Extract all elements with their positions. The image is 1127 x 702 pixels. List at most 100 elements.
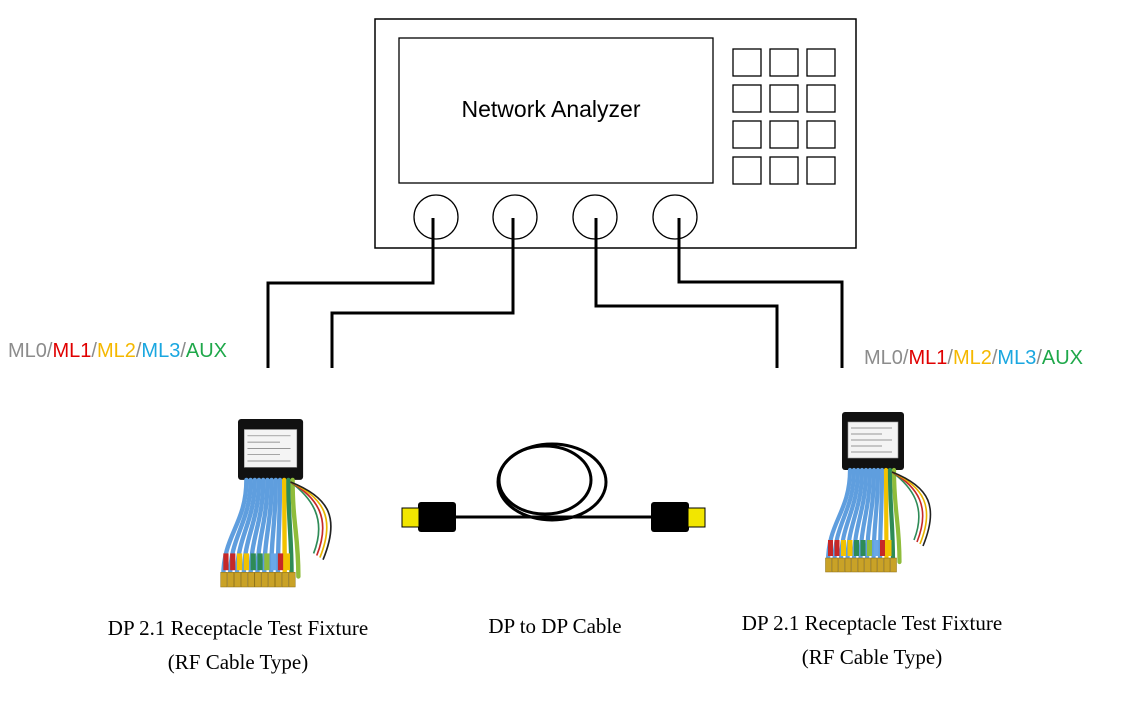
fixture-sma-connector [851, 557, 858, 573]
fixture-sma-connector [247, 572, 255, 588]
fixture-aux-wire [289, 481, 320, 554]
keypad-key [806, 48, 836, 77]
keypad-key [806, 156, 836, 185]
dp-connector-right-body [651, 502, 689, 532]
fixture-cable-sleeve [271, 553, 277, 571]
analyzer-port [652, 194, 698, 240]
fixture-rf-cable [883, 467, 889, 565]
test-cable-port-4 [677, 218, 844, 368]
dp-connector-left-plug [401, 507, 420, 528]
fixture-sma-connector [857, 557, 865, 573]
fixture-sma-connector [254, 572, 262, 588]
fixture-rf-cable [290, 477, 301, 579]
fixture-aux-wire [891, 471, 920, 541]
fixture-cable-sleeve [230, 553, 236, 571]
channel-label-ml0: ML0 [8, 340, 47, 362]
fixture-sma-connector [227, 572, 235, 588]
channel-separator: / [991, 347, 998, 369]
analyzer-keypad [732, 48, 836, 185]
test-cable-port-2 [330, 218, 515, 368]
keypad-key [806, 120, 836, 149]
channel-label-ml0: ML0 [864, 347, 903, 369]
fixture-cable-sleeve [880, 540, 885, 556]
channel-label-ml1: ML1 [52, 340, 92, 362]
fixture-left-caption-line2: (RF Cable Type) [167, 650, 309, 674]
keypad-key [769, 156, 799, 185]
fixture-sma-connector [831, 557, 839, 573]
channel-separator: / [1036, 347, 1042, 369]
fixture-sma-connector [275, 572, 282, 588]
fixture-rf-cable [887, 467, 896, 565]
fixture-sma-connector [864, 557, 871, 573]
keypad-key [769, 48, 799, 77]
fixture-rf-cable [891, 467, 902, 565]
fixture-cable-sleeve [867, 540, 872, 556]
channel-separator: / [46, 340, 53, 362]
fixture-cable-sleeve [264, 553, 270, 571]
analyzer-port [413, 194, 459, 240]
fixture-cable-sleeve [847, 540, 853, 556]
keypad-key [769, 120, 799, 149]
dp-cable-caption: DP to DP Cable [445, 609, 665, 643]
fixture-sma-connector [883, 557, 891, 573]
fixture-rf-cable [281, 477, 287, 579]
fixture-cable-sleeve [886, 540, 892, 556]
analyzer-screen [398, 37, 714, 184]
channel-label-aux: AUX [1041, 347, 1083, 369]
fixture-right-caption: DP 2.1 Receptacle Test Fixture (RF Cable… [694, 606, 1050, 674]
fixture-cable-sleeve [243, 553, 250, 571]
fixture-cable-sleeve [854, 540, 859, 556]
fixture-sma-connector [844, 557, 852, 573]
channel-label-aux: AUX [185, 340, 227, 362]
dp-connector-left-body [418, 502, 456, 532]
fixture-cable-sleeve [828, 540, 833, 556]
fixture-right-caption-line2: (RF Cable Type) [801, 645, 943, 669]
channel-separator: / [180, 340, 186, 362]
fixture-cable-sleeve [834, 540, 840, 556]
analyzer-port [492, 194, 538, 240]
test-fixture-left-image [220, 419, 332, 588]
dp-connector-right-plug [687, 507, 706, 528]
fixture-cable-sleeve [284, 553, 290, 571]
fixture-aux-wire [891, 471, 932, 547]
channel-label-ml1: ML1 [908, 347, 948, 369]
channel-label-ml2: ML2 [952, 347, 992, 369]
analyzer-ports [413, 194, 698, 240]
channel-labels-right: ML0/ML1/ML2/ML3/AUX [864, 347, 1083, 370]
keypad-key [732, 84, 762, 113]
keypad-key [732, 120, 762, 149]
fixture-sma-connector [877, 557, 884, 573]
fixture-sma-connector [261, 572, 269, 588]
fixture-sma-connector [234, 572, 241, 588]
channel-separator: / [135, 340, 142, 362]
fixture-sma-connector [281, 572, 289, 588]
channel-labels-left: ML0/ML1/ML2/ML3/AUX [8, 340, 227, 363]
fixture-cable-sleeve [860, 540, 866, 556]
test-cables [266, 218, 844, 368]
channel-label-ml3: ML3 [997, 347, 1037, 369]
channel-separator: / [91, 340, 97, 362]
fixture-cable-sleeve [223, 553, 229, 571]
channel-separator: / [902, 347, 909, 369]
fixture-right-caption-line1: DP 2.1 Receptacle Test Fixture [741, 611, 1003, 635]
keypad-key [806, 84, 836, 113]
fixture-cable-sleeve [250, 553, 256, 571]
fixture-rf-cable [286, 477, 294, 579]
fixture-cable-sleeve [277, 553, 284, 571]
fixture-left-caption: DP 2.1 Receptacle Test Fixture (RF Cable… [60, 611, 416, 679]
test-cable-port-3 [594, 218, 779, 368]
dp-cable-caption-text: DP to DP Cable [488, 614, 622, 638]
channel-separator: / [947, 347, 953, 369]
keypad-key [732, 48, 762, 77]
keypad-key [732, 156, 762, 185]
fixture-sma-connector [220, 572, 228, 588]
fixture-cable-sleeve [841, 540, 846, 556]
analyzer-label: Network Analyzer [462, 96, 641, 122]
keypad-key [769, 84, 799, 113]
fixture-sma-connector [268, 572, 276, 588]
test-cable-port-1 [266, 218, 435, 368]
fixture-cable-sleeve [873, 540, 879, 556]
channel-label-ml2: ML2 [96, 340, 136, 362]
